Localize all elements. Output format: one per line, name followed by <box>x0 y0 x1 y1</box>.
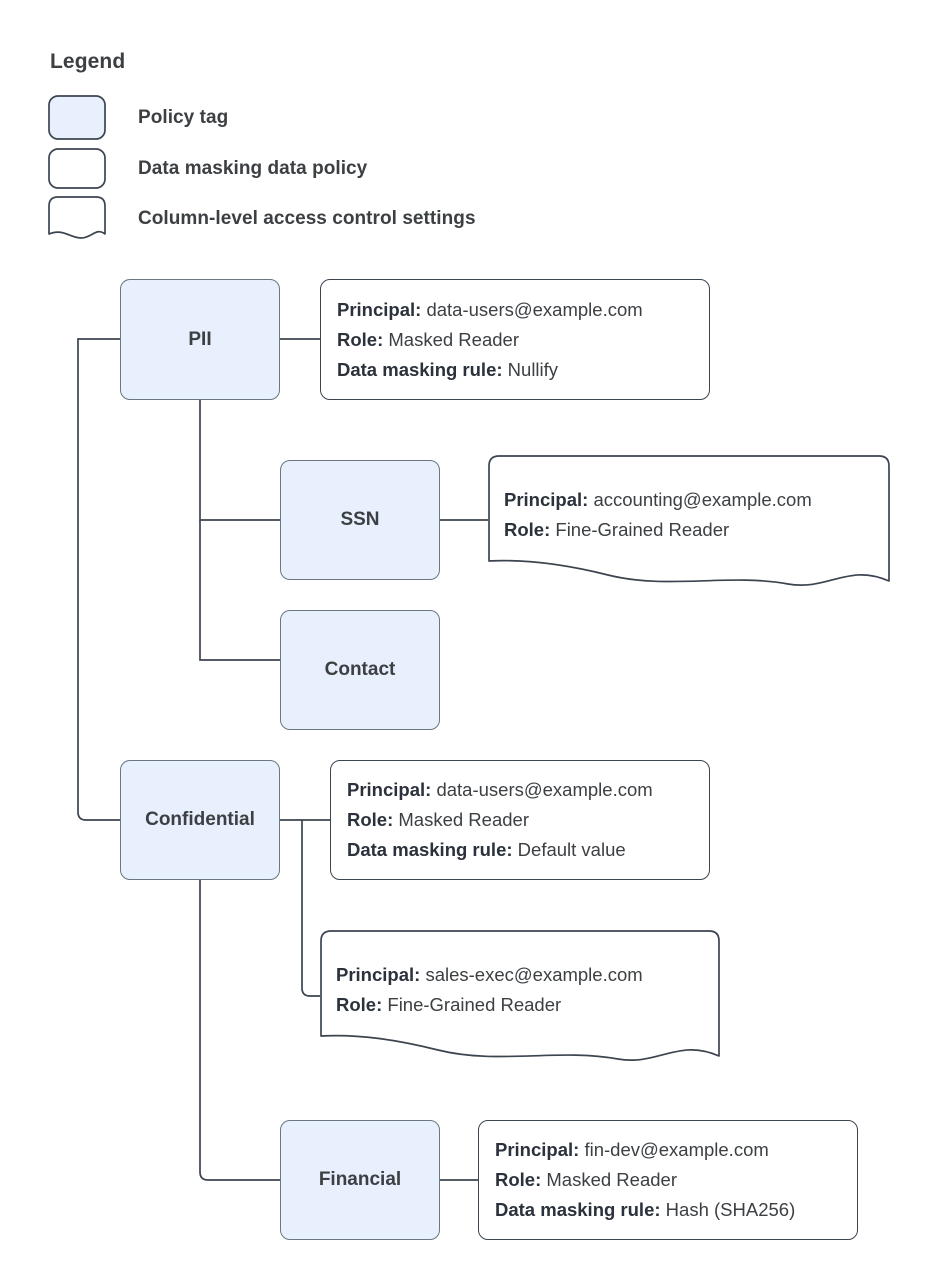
legend-label-data-policy: Data masking data policy <box>138 157 368 179</box>
financial-principal-value: fin-dev@example.com <box>584 1139 769 1160</box>
ssn-role-line: Role: Fine-Grained Reader <box>504 515 880 545</box>
role-label: Role: <box>337 328 384 350</box>
financial-masking-value: Hash (SHA256) <box>665 1199 796 1220</box>
access-control-box-shape <box>488 455 890 586</box>
data-policy-box-pii: Principal: data-users@example.com Role: … <box>320 279 710 400</box>
confidential-masking-value: Default value <box>517 839 626 860</box>
financial-role-line: Role: Masked Reader <box>495 1165 841 1195</box>
policy-tag-label-confidential: Confidential <box>145 809 255 830</box>
policy-tag-label-ssn: SSN <box>340 509 380 530</box>
access-control-box-ssn-text: Principal: accounting@example.com Role: … <box>504 485 880 545</box>
policy-tag-node-pii[interactable]: PII <box>120 279 280 400</box>
data-policy-swatch-icon <box>48 148 106 189</box>
pii-masking-line: Data masking rule: Nullify <box>337 355 693 385</box>
confidential-acl-principal-value: sales-exec@example.com <box>425 964 643 985</box>
legend-item-access-control: Column-level access control settings <box>48 196 476 241</box>
policy-tag-label-financial: Financial <box>318 1169 402 1190</box>
financial-masking-line: Data masking rule: Hash (SHA256) <box>495 1195 841 1225</box>
legend-item-policy-tag: Policy tag <box>48 95 228 140</box>
policy-tag-swatch-icon <box>48 95 106 140</box>
confidential-principal-line: Principal: data-users@example.com <box>347 775 693 805</box>
policy-tag-label-pii: PII <box>188 328 212 350</box>
legend-label-policy-tag: Policy tag <box>138 106 229 128</box>
confidential-acl-principal-line: Principal: sales-exec@example.com <box>336 960 710 990</box>
role-label: Role: <box>336 994 383 1015</box>
role-label: Role: <box>495 1169 542 1190</box>
principal-label: Principal: <box>337 298 422 320</box>
data-masking-rule-label: Data masking rule: <box>495 1199 661 1220</box>
access-control-box-ssn: Principal: accounting@example.com Role: … <box>488 455 890 586</box>
principal-label: Principal: <box>336 964 421 985</box>
confidential-acl-role-line: Role: Fine-Grained Reader <box>336 990 710 1020</box>
policy-tag-node-ssn[interactable]: SSN <box>280 460 440 580</box>
ssn-role-value: Fine-Grained Reader <box>555 519 730 540</box>
role-label: Role: <box>504 519 551 540</box>
access-control-swatch-icon <box>48 196 106 239</box>
confidential-acl-role-value: Fine-Grained Reader <box>387 994 562 1015</box>
financial-role-value: Masked Reader <box>546 1169 677 1190</box>
data-masking-rule-label: Data masking rule: <box>337 358 503 380</box>
access-control-box-confidential-text: Principal: sales-exec@example.com Role: … <box>336 960 710 1020</box>
policy-tag-node-confidential[interactable]: Confidential <box>120 760 280 880</box>
data-policy-box-confidential: Principal: data-users@example.com Role: … <box>330 760 710 880</box>
legend-item-data-policy: Data masking data policy <box>48 148 367 189</box>
ssn-principal-value: accounting@example.com <box>593 489 812 510</box>
pii-principal-value: data-users@example.com <box>426 298 643 320</box>
pii-role-value: Masked Reader <box>388 328 519 350</box>
pii-role-line: Role: Masked Reader <box>337 325 693 355</box>
data-policy-box-financial: Principal: fin-dev@example.com Role: Mas… <box>478 1120 858 1240</box>
confidential-masking-line: Data masking rule: Default value <box>347 835 693 865</box>
access-control-box-shape <box>320 930 720 1061</box>
policy-tag-label-contact: Contact <box>324 659 396 680</box>
legend-label-access-control: Column-level access control settings <box>138 207 476 229</box>
ssn-principal-line: Principal: accounting@example.com <box>504 485 880 515</box>
principal-label: Principal: <box>495 1139 580 1160</box>
role-label: Role: <box>347 809 394 830</box>
pii-masking-value: Nullify <box>507 358 559 380</box>
principal-label: Principal: <box>504 489 589 510</box>
pii-principal-line: Principal: data-users@example.com <box>337 295 693 325</box>
legend-title: Legend <box>50 50 126 73</box>
confidential-principal-value: data-users@example.com <box>436 779 653 800</box>
confidential-role-value: Masked Reader <box>398 809 529 830</box>
access-control-box-confidential: Principal: sales-exec@example.com Role: … <box>320 930 720 1061</box>
policy-tag-node-financial[interactable]: Financial <box>280 1120 440 1240</box>
policy-tag-node-contact[interactable]: Contact <box>280 610 440 730</box>
confidential-role-line: Role: Masked Reader <box>347 805 693 835</box>
financial-principal-line: Principal: fin-dev@example.com <box>495 1135 841 1165</box>
principal-label: Principal: <box>347 779 432 800</box>
data-masking-rule-label: Data masking rule: <box>347 839 513 860</box>
